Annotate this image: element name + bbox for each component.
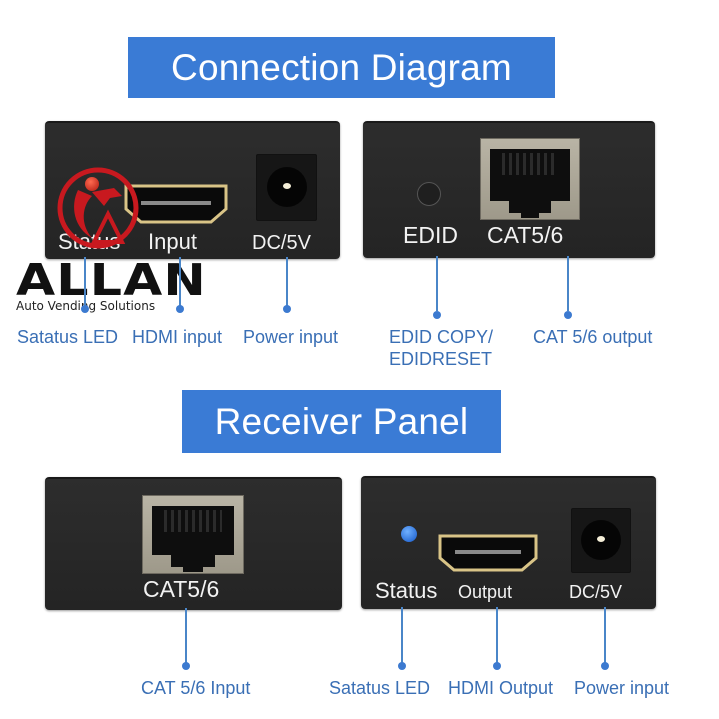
leader-line — [179, 257, 181, 309]
callout-power-input: Power input — [574, 678, 670, 698]
callout-edid-reset: EDIDRESET — [389, 349, 493, 369]
leader-dot — [601, 662, 609, 670]
dc-5v-label: DC/5V — [252, 232, 311, 254]
callout-status-led: Satatus LED — [17, 327, 119, 347]
leader-dot — [493, 662, 501, 670]
callout-cat-output: CAT 5/6 output — [533, 327, 653, 347]
leader-line — [401, 607, 403, 666]
leader-line — [567, 256, 569, 311]
cat-label: CAT5/6 — [487, 222, 564, 248]
leader-dot — [81, 305, 89, 313]
receiver-panel-banner: Receiver Panel — [182, 390, 501, 453]
edid-label: EDID — [403, 222, 458, 248]
leader-dot — [398, 662, 406, 670]
leader-dot — [433, 311, 441, 319]
connection-diagram-title: Connection Diagram — [171, 46, 512, 88]
input-label: Input — [148, 229, 197, 254]
leader-line — [604, 607, 606, 666]
transmitter-input-panel: Status Input DC/5V — [45, 121, 340, 259]
leader-line — [84, 257, 86, 309]
status-label: Status — [375, 578, 438, 603]
leader-line — [496, 607, 498, 666]
callout-power-input: Power input — [243, 327, 339, 347]
leader-dot — [283, 305, 291, 313]
callout-edid-copy: EDID COPY/ — [389, 327, 494, 347]
dc-power-jack — [571, 508, 631, 573]
leader-dot — [176, 305, 184, 313]
callout-status-led: Satatus LED — [329, 678, 431, 698]
dc-5v-label: DC/5V — [569, 582, 623, 602]
transmitter-output-panel: EDID CAT5/6 — [363, 121, 655, 258]
cat-input-port — [142, 495, 244, 574]
status-led-red — [85, 177, 99, 191]
callout-hdmi-input: HDMI input — [132, 327, 223, 347]
connection-diagram-banner: Connection Diagram — [128, 37, 555, 98]
receiver-output-panel: Status Output DC/5V — [361, 476, 656, 609]
hdmi-output-port — [438, 534, 538, 572]
leader-dot — [182, 662, 190, 670]
leader-line — [436, 256, 438, 311]
hdmi-input-port — [124, 184, 228, 224]
edid-button[interactable] — [417, 182, 441, 206]
leader-dot — [564, 311, 572, 319]
dragon-emblem-icon — [57, 167, 139, 249]
callout-hdmi-output: HDMI Output — [448, 678, 554, 698]
receiver-panel-title: Receiver Panel — [214, 400, 469, 442]
brand-logo: ALLAN — [16, 255, 207, 306]
callout-cat-input: CAT 5/6 Input — [141, 678, 251, 698]
status-led-blue — [401, 526, 417, 542]
dc-power-jack — [256, 154, 317, 221]
leader-line — [286, 257, 288, 309]
leader-line — [185, 608, 187, 666]
cat-label: CAT5/6 — [143, 576, 220, 602]
output-label: Output — [458, 582, 513, 602]
receiver-input-panel: CAT5/6 — [45, 477, 342, 610]
cat-output-port — [480, 138, 580, 220]
